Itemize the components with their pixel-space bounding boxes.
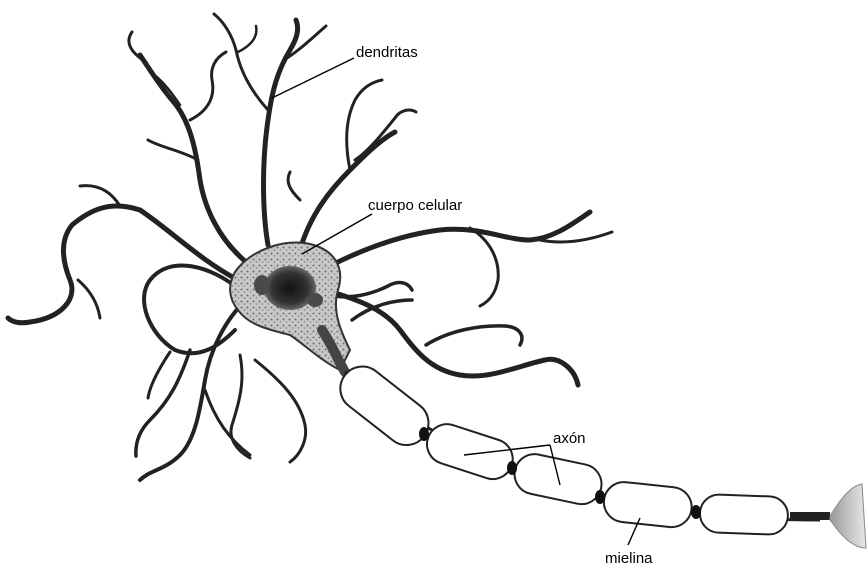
myelin-segment — [602, 480, 694, 529]
label-mielina: mielina — [605, 550, 653, 567]
axon — [331, 358, 866, 548]
myelin-segment — [699, 494, 788, 535]
label-axon: axón — [553, 430, 586, 447]
label-cuerpo-celular: cuerpo celular — [368, 197, 462, 214]
label-dendritas: dendritas — [356, 44, 418, 61]
myelin-segment — [422, 419, 518, 484]
axon-terminal — [830, 484, 866, 548]
cell-body — [230, 242, 350, 372]
